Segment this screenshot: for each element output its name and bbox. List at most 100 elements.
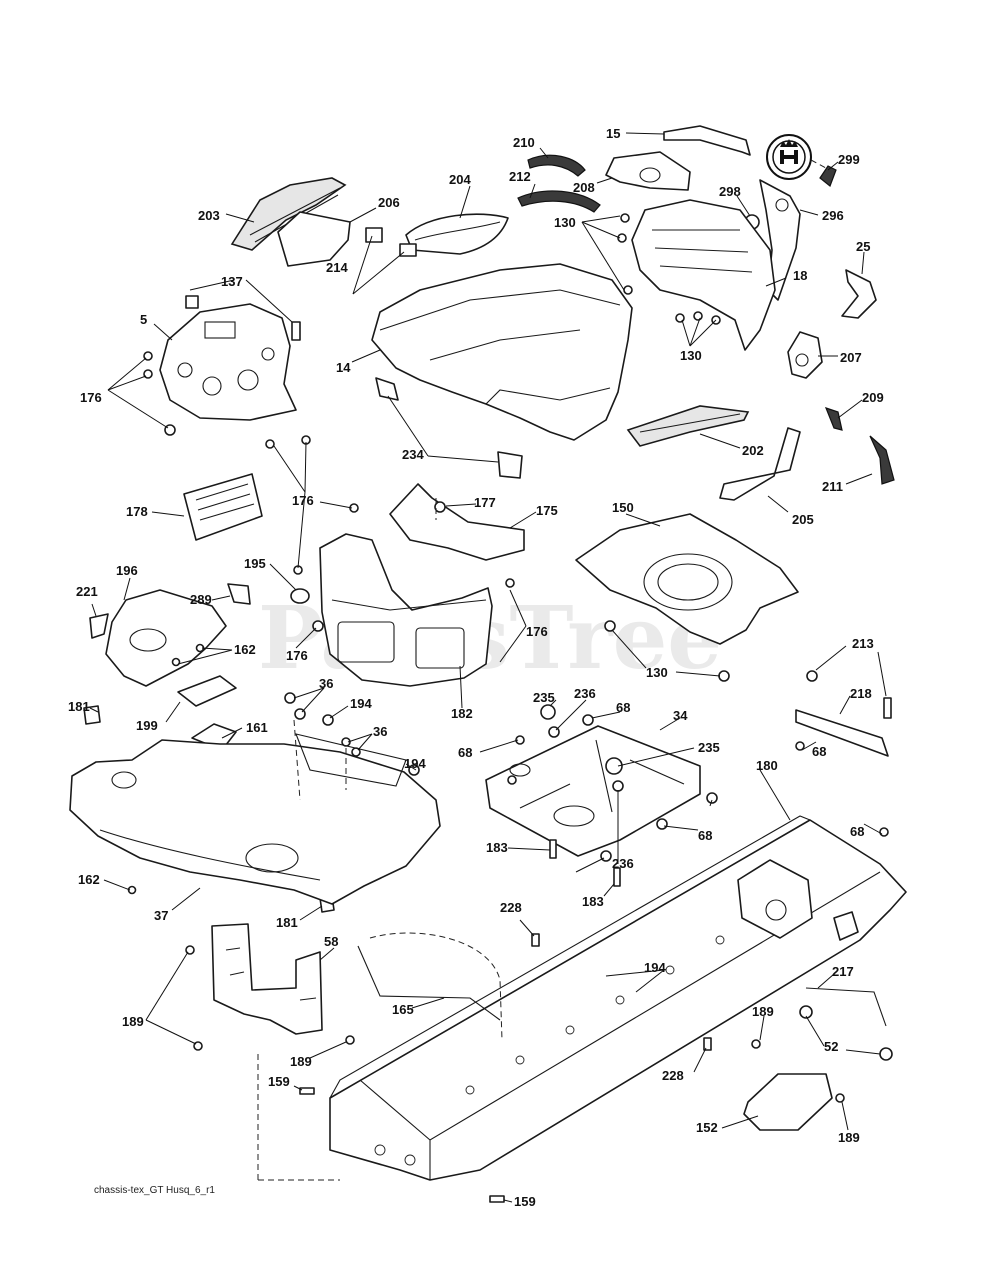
callout-130-top: 130	[554, 215, 576, 230]
part-203-grille	[230, 177, 347, 251]
callout-189-a: 189	[122, 1014, 144, 1029]
callout-207: 207	[840, 350, 862, 365]
callout-298: 298	[719, 184, 741, 199]
callout-217: 217	[832, 964, 854, 979]
callout-236-a: 236	[574, 686, 596, 701]
callout-213: 213	[852, 636, 874, 651]
part-234-decal	[375, 377, 523, 479]
callout-137: 137	[221, 274, 243, 289]
frame-hitch	[833, 911, 859, 941]
part-208-bracket	[605, 151, 691, 191]
part-58-bracket	[211, 923, 323, 1035]
screws-159	[299, 1087, 505, 1203]
callout-203: 203	[198, 208, 220, 223]
callout-228-b: 228	[662, 1068, 684, 1083]
part-5-console	[159, 303, 297, 421]
part-15-strip	[663, 125, 751, 156]
callout-221: 221	[76, 584, 98, 599]
callout-183-b: 183	[582, 894, 604, 909]
callout-181-b: 181	[276, 915, 298, 930]
callout-195: 195	[244, 556, 266, 571]
callout-labels: 15 210 299 208 212 204 298 296 203 206 1…	[68, 126, 884, 1209]
callout-5: 5	[140, 312, 147, 327]
callout-36-b: 36	[373, 724, 387, 739]
part-221-decal	[89, 613, 109, 639]
callout-205: 205	[792, 512, 814, 527]
callout-15: 15	[606, 126, 620, 141]
callout-34: 34	[673, 708, 688, 723]
callout-234: 234	[402, 447, 424, 462]
part-204-cover	[405, 213, 509, 255]
callout-209: 209	[862, 390, 884, 405]
part-214-clip-a	[365, 227, 383, 243]
part-37-body	[69, 739, 441, 905]
part-218-bracket	[795, 709, 889, 757]
callout-18: 18	[793, 268, 807, 283]
part-211-trim	[869, 435, 895, 485]
frame-rear-bracket	[737, 859, 813, 939]
callout-189-d: 189	[838, 1130, 860, 1145]
leader-lines	[89, 132, 887, 1203]
callout-68-b: 68	[458, 745, 472, 760]
screws-228	[531, 933, 712, 1051]
callout-176-c: 176	[286, 648, 308, 663]
bolts-183	[549, 839, 621, 887]
part-182-front-panel	[319, 533, 493, 687]
callout-210: 210	[513, 135, 535, 150]
part-178-vent	[183, 473, 263, 541]
part-299-emblem	[819, 165, 837, 187]
callout-150: 150	[612, 500, 634, 515]
callout-152: 152	[696, 1120, 718, 1135]
callout-130-low: 130	[646, 665, 668, 680]
callout-178: 178	[126, 504, 148, 519]
bolts-68	[507, 714, 889, 862]
part-177-nut	[434, 501, 446, 513]
callout-52: 52	[824, 1039, 838, 1054]
callout-36-a: 36	[319, 676, 333, 691]
part-205-cover	[719, 427, 801, 501]
screws-162	[127, 643, 205, 895]
callout-175: 175	[536, 503, 558, 518]
part-34-mount-plate	[485, 725, 701, 857]
bolts-213	[806, 670, 892, 719]
callout-235-a: 235	[533, 690, 555, 705]
callout-68-e: 68	[698, 828, 712, 843]
nuts-52	[799, 1005, 893, 1061]
callout-214: 214	[326, 260, 348, 275]
callout-206: 206	[378, 195, 400, 210]
callout-218: 218	[850, 686, 872, 701]
part-206-bracket	[277, 211, 351, 267]
callout-165: 165	[392, 1002, 414, 1017]
callout-202: 202	[742, 443, 764, 458]
callout-194-b: 194	[404, 756, 426, 771]
callout-228-a: 228	[500, 900, 522, 915]
part-165-rod	[357, 945, 501, 1021]
callout-68-d: 68	[850, 824, 864, 839]
callout-180: 180	[756, 758, 778, 773]
diagram-file-label: chassis-tex_GT Husq_6_r1	[94, 1185, 215, 1196]
callout-236-b: 236	[612, 856, 634, 871]
part-202-grille	[626, 405, 750, 447]
part-209-trim	[824, 407, 843, 431]
callout-235-b: 235	[698, 740, 720, 755]
callout-68-a: 68	[616, 700, 630, 715]
screws-189	[185, 945, 845, 1103]
callout-289: 289	[190, 592, 212, 607]
part-210-grille	[527, 154, 586, 177]
part-199-plate	[177, 675, 237, 707]
callout-299: 299	[838, 152, 860, 167]
callout-196: 196	[116, 563, 138, 578]
part-212-grille	[517, 190, 601, 213]
callout-189-c: 189	[752, 1004, 774, 1019]
callout-296: 296	[822, 208, 844, 223]
callout-162-b: 162	[78, 872, 100, 887]
callout-212: 212	[509, 169, 531, 184]
callout-176-a: 176	[80, 390, 102, 405]
callout-176-b: 176	[292, 493, 314, 508]
callout-199: 199	[136, 718, 158, 733]
callout-194-a: 194	[350, 696, 372, 711]
callout-161: 161	[246, 720, 268, 735]
part-214-clip-b	[399, 243, 417, 257]
callout-37: 37	[154, 908, 168, 923]
callout-194-c: 194	[644, 960, 666, 975]
